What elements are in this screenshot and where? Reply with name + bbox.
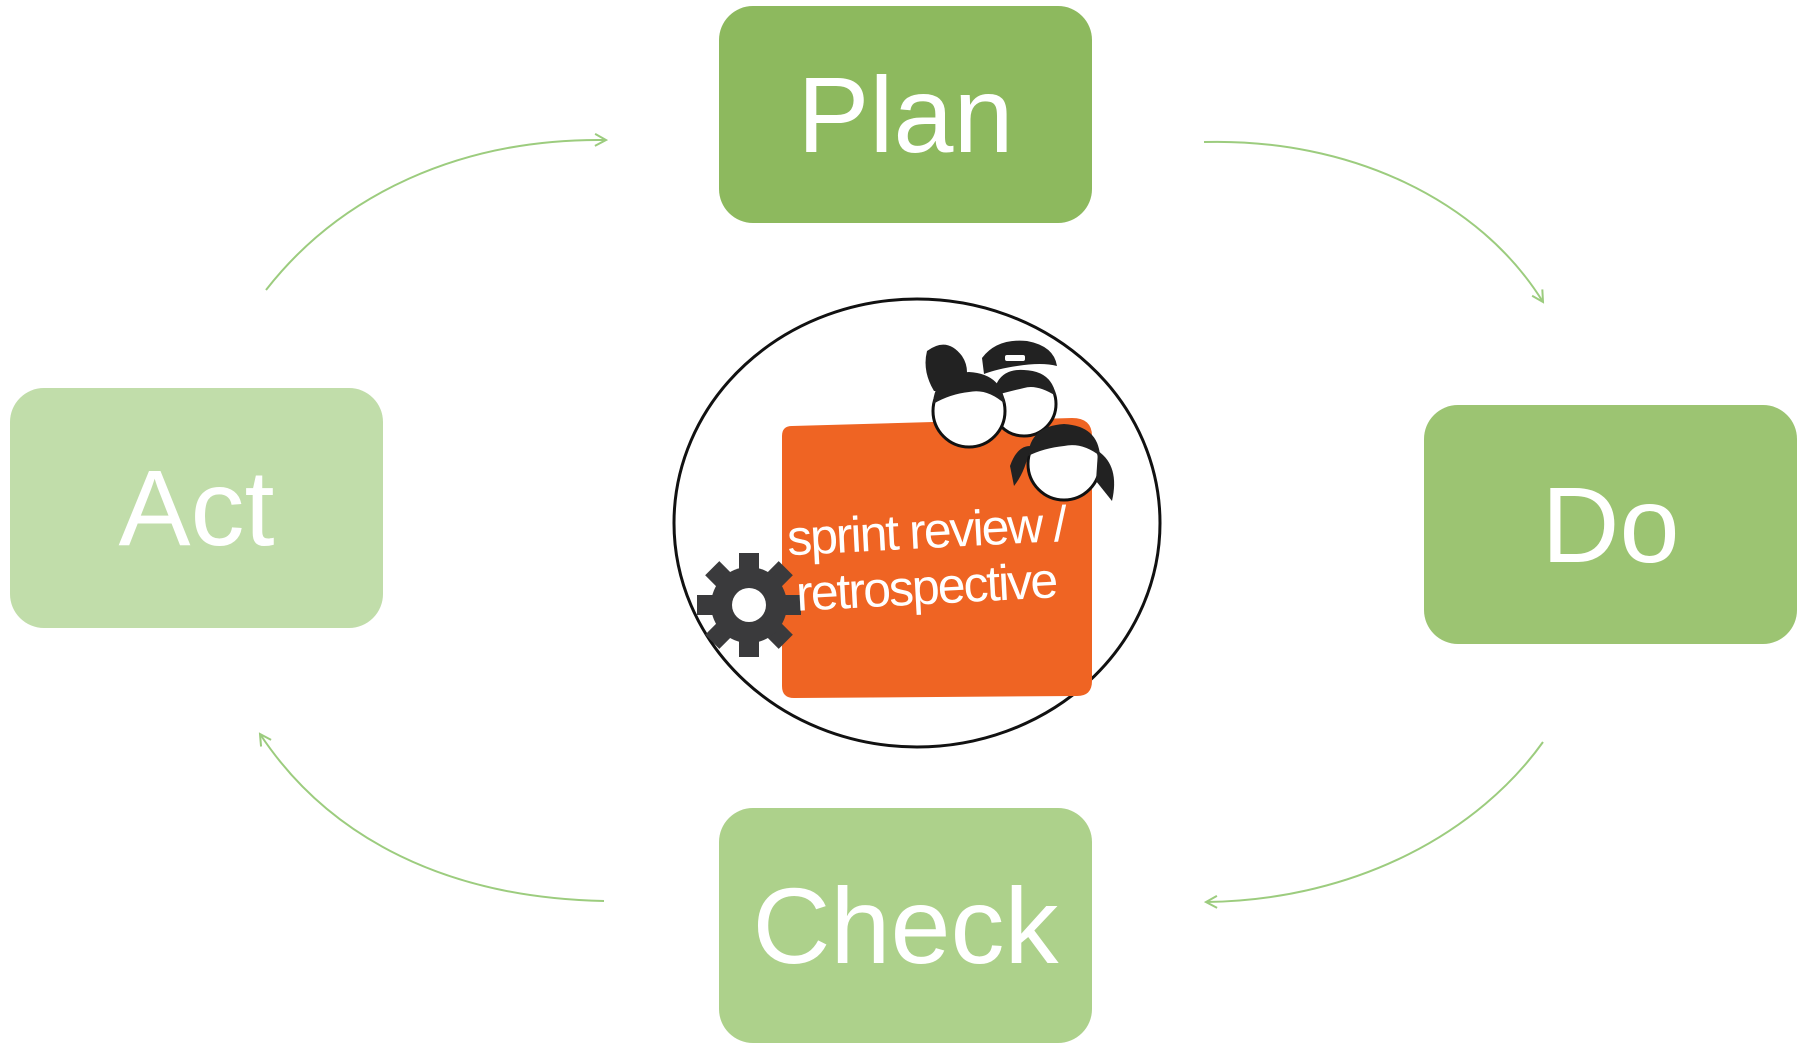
act-label: Act — [118, 447, 275, 568]
gear-icon — [697, 553, 801, 657]
emblem-line-2: retrospective — [795, 552, 1058, 622]
check-node: Check — [719, 808, 1092, 1043]
plan-label: Plan — [797, 53, 1014, 175]
sprint-review-badge — [782, 418, 1092, 698]
do-label: Do — [1541, 463, 1680, 585]
arrow-plan-to-do — [1203, 140, 1543, 302]
arrow-do-to-check — [1206, 741, 1544, 902]
plan-node: Plan — [719, 6, 1092, 223]
do-node: Do — [1424, 405, 1797, 644]
people-icon — [925, 340, 1115, 502]
act-node: Act — [10, 388, 383, 628]
center-emblem: sprint review / retrospective — [672, 296, 1162, 750]
check-label: Check — [752, 864, 1059, 986]
arrow-check-to-act — [260, 734, 605, 902]
arrow-act-to-plan — [265, 140, 606, 291]
